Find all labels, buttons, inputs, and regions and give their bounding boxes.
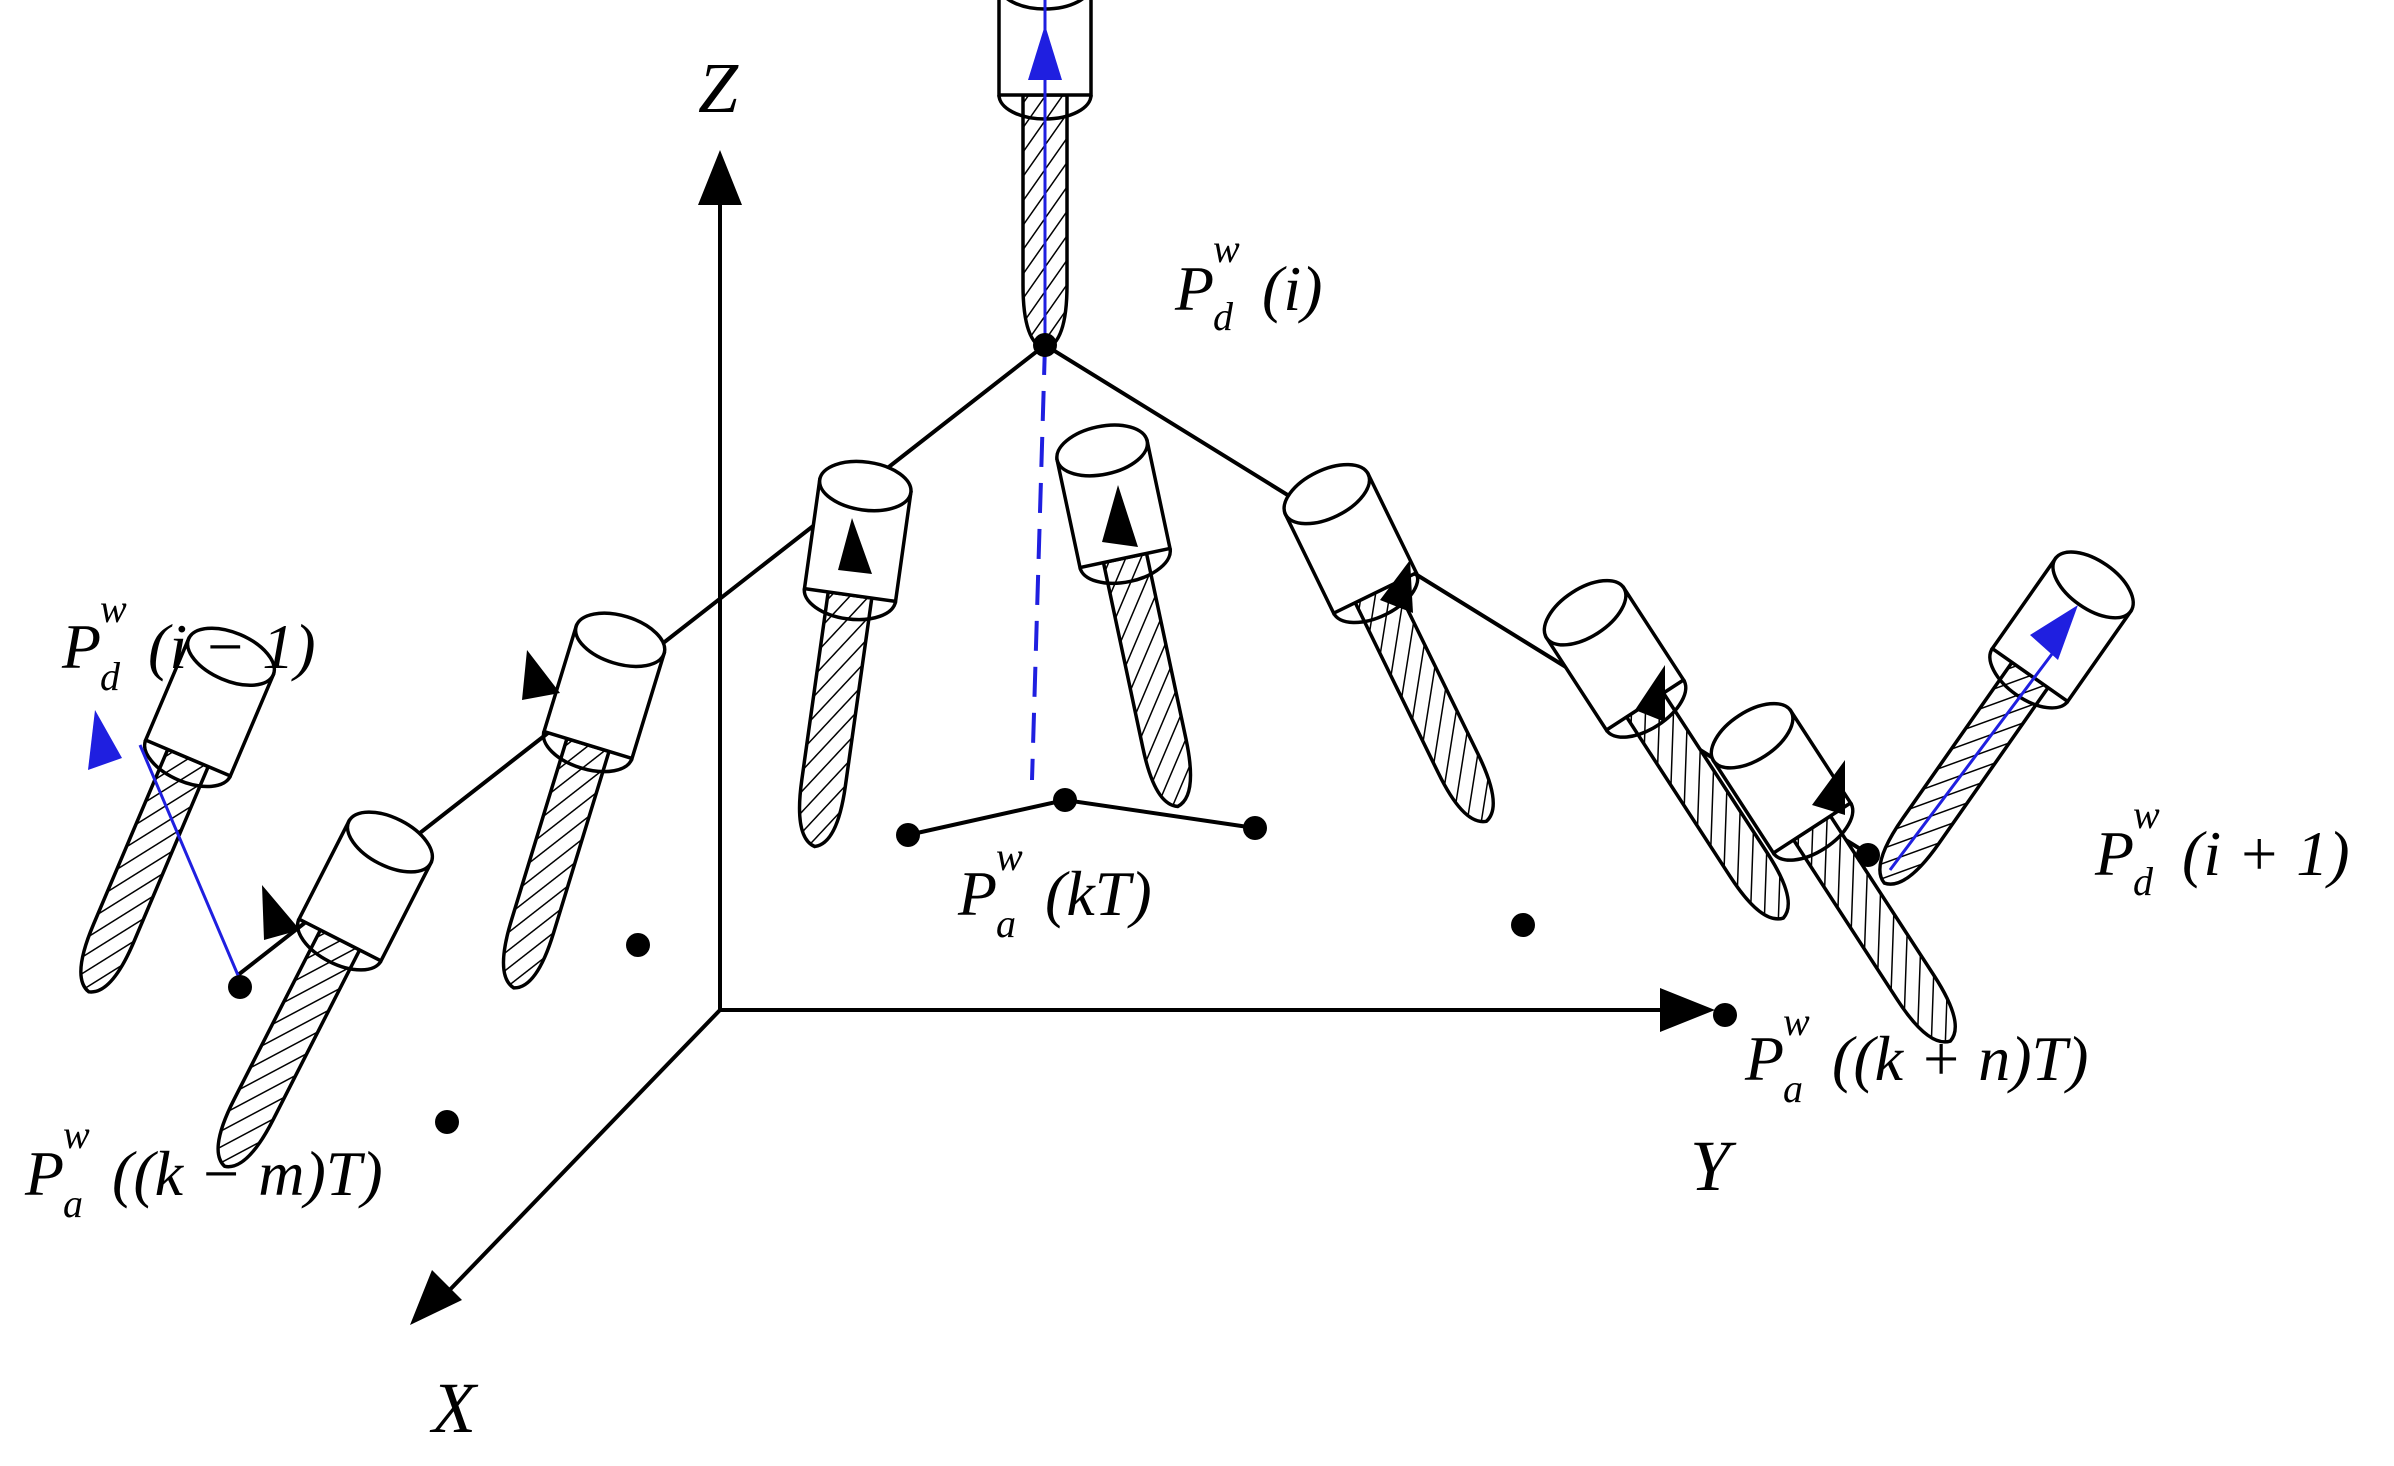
label-base: P (957, 858, 997, 929)
tool-mid-right (1531, 565, 1824, 945)
label-sup: w (2133, 792, 2160, 837)
label-arg: (i + 1) (2182, 818, 2350, 889)
label-sup: w (996, 834, 1023, 879)
label-base: P (2094, 818, 2134, 889)
tool-pd-i-minus-1 (44, 614, 285, 1012)
point-pa-k-plus-n (1713, 1003, 1737, 1027)
tool-pd-i (997, 0, 1093, 351)
z-axis-label: Z (698, 48, 739, 128)
label-sub: d (1213, 294, 1234, 339)
point-center-right (1243, 816, 1267, 840)
projection-dashed-line (1030, 344, 1047, 781)
label-sup: w (100, 586, 127, 631)
arrow-icon (88, 710, 122, 770)
label-arg: ((k − m)T) (112, 1138, 383, 1209)
label-pd-i-plus-1: P w d (i + 1) (2094, 792, 2350, 904)
tool-pa-k-plus-n (1698, 688, 1991, 1068)
label-sup: w (1213, 226, 1240, 271)
label-sub: a (63, 1181, 83, 1226)
label-sub: a (996, 901, 1016, 946)
y-axis-arrowhead (1660, 988, 1715, 1032)
label-pa-kT: P w a (kT) (957, 834, 1152, 946)
label-pa-k-plus-n: P w a ((k + n)T) (1744, 999, 2088, 1111)
label-pd-i: P w d (i) (1174, 226, 1322, 339)
point-pa-k-minus-m (435, 1110, 459, 1134)
label-sub: d (2133, 859, 2154, 904)
label-arg: (i − 1) (148, 611, 316, 682)
arrow-icon (838, 518, 872, 574)
arrow-icon (1812, 760, 1845, 815)
x-axis-arrowhead (410, 1270, 462, 1325)
tool-mid-left (467, 601, 673, 1004)
tool-center-right (1273, 450, 1530, 844)
point-pd-i-plus-1 (1856, 843, 1880, 867)
point-pd-i-minus-1 (228, 975, 252, 999)
label-pa-k-minus-m: P w a ((k − m)T) (24, 1112, 383, 1226)
x-axis-line (438, 1008, 722, 1302)
arrow-icon (522, 650, 560, 700)
label-base: P (1174, 253, 1214, 324)
tool-center-left (767, 454, 916, 855)
arrow-icon (1102, 485, 1138, 547)
point-pa-kT (1053, 788, 1077, 812)
label-sub: a (1783, 1066, 1803, 1111)
point-center-left (896, 823, 920, 847)
label-base: P (1744, 1023, 1784, 1094)
tool-pa-kT (1050, 415, 1225, 818)
point-mid-right (1511, 913, 1535, 937)
label-sup: w (1783, 999, 1810, 1044)
label-sup: w (63, 1112, 90, 1157)
arrow-icon (262, 885, 300, 940)
point-pd-i (1033, 333, 1057, 357)
actual-path (907, 797, 1256, 837)
arrow-icon (1380, 560, 1413, 613)
label-pd-i-minus-1: P w d (i − 1) (61, 586, 316, 699)
tool-tip-points (228, 333, 1880, 1134)
label-arg: (kT) (1045, 858, 1152, 929)
arrow-icon (2030, 605, 2078, 660)
x-axis-label: X (429, 1368, 479, 1448)
label-arg: (i) (1262, 253, 1322, 324)
label-base: P (24, 1138, 64, 1209)
z-axis-arrowhead (698, 150, 742, 205)
tool-pa-k-minus-m (181, 797, 444, 1189)
tool-pd-i-plus-1 (1844, 537, 2147, 912)
label-sub: d (100, 654, 121, 699)
arrow-icon (1635, 665, 1665, 722)
point-mid-left (626, 933, 650, 957)
label-arg: ((k + n)T) (1832, 1023, 2088, 1094)
y-axis-label: Y (1690, 1126, 1737, 1206)
arrow-icon (1028, 25, 1062, 80)
coordinate-axes (410, 150, 1715, 1325)
label-base: P (61, 611, 101, 682)
